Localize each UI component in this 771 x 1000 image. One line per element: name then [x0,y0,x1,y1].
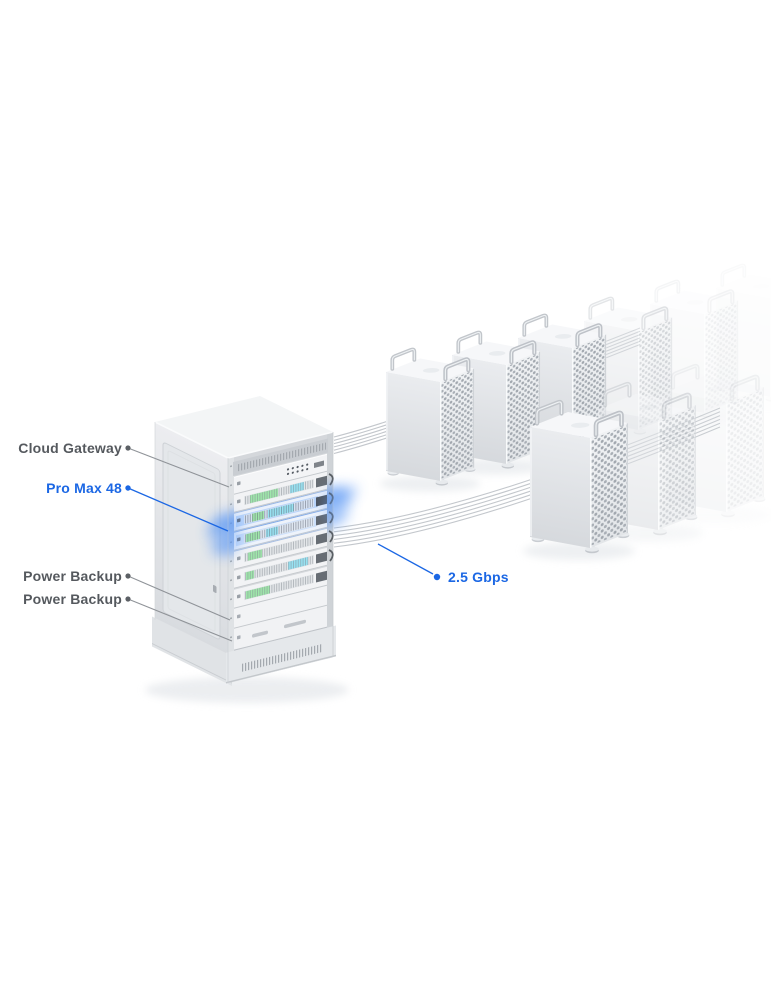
dot-power-backup-2 [125,596,131,602]
server-rack [145,396,356,703]
label-link-speed: 2.5 Gbps [448,569,509,585]
rack-unit-switch-4 [234,528,327,570]
dot-link-speed [433,573,441,581]
rack-door-panel [162,442,221,640]
rack-unit-switch-1 [234,471,327,513]
rack-unit-switch-pro-max-48 [234,490,327,532]
rack-unit-switch-6 [234,566,327,609]
rack-unit-power-backup-1 [234,585,327,629]
label-power-backup-1: Power Backup [23,568,122,584]
leader-cloud-gateway [127,447,230,488]
leader-pro-max-48 [127,487,229,532]
rack-unit-vent [233,438,328,477]
dot-power-backup-1 [125,573,131,579]
leader-link-speed [377,543,434,575]
rack-unit-cloud-gateway [234,453,327,495]
dot-pro-max-48 [125,485,131,491]
label-power-backup-2: Power Backup [23,591,122,607]
rack-unit-switch-3 [234,509,327,551]
rack-unit-power-backup-2 [234,605,327,651]
dot-cloud-gateway [125,445,131,451]
workstation-tower-back-1 [380,349,481,491]
rack-door-latch [213,584,217,593]
label-cloud-gateway: Cloud Gateway [18,440,122,456]
rack-plinth-left [152,616,232,686]
leader-power-backup-2 [127,598,233,642]
leader-lines [125,445,441,642]
rack-unit-switch-5 [234,547,327,589]
workstation-tower-front-1 [523,402,635,560]
rack-plinth-right [226,625,336,684]
leader-power-backup-1 [127,575,231,621]
label-pro-max-48: Pro Max 48 [46,480,122,496]
